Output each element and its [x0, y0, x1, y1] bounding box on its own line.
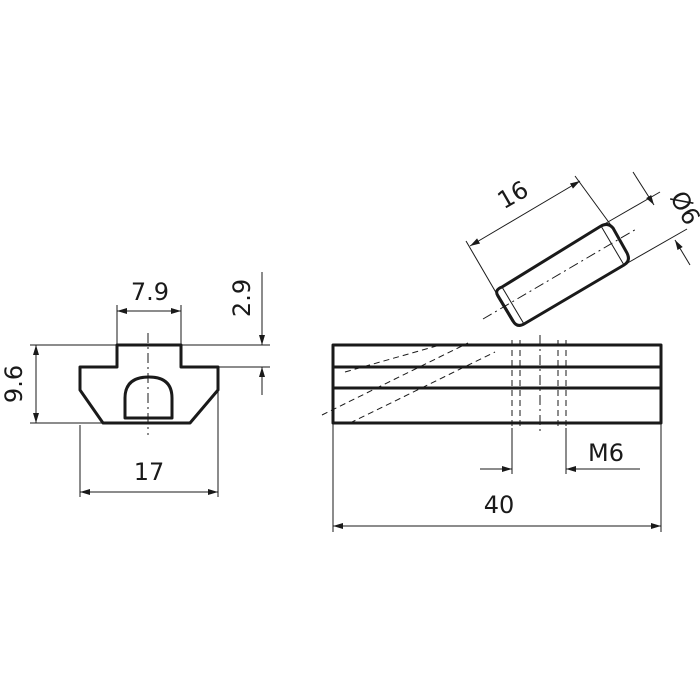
nut-profile-outline — [78, 343, 220, 425]
neck-height-dimension-label: 2.9 — [228, 279, 256, 317]
pin-view: 16 Ø6 — [465, 171, 700, 327]
pin-diameter-dimension-line — [674, 239, 691, 266]
extension-line — [600, 191, 661, 227]
pin-chamfer-line — [501, 286, 525, 325]
thread-dimension-label: M6 — [588, 439, 624, 467]
side-view-outline — [331, 343, 663, 425]
hidden-cut-line — [349, 351, 496, 424]
pin-length-dimension-line — [469, 180, 581, 247]
pin-center-line — [482, 227, 639, 320]
neck-width-dimension-label: 7.9 — [131, 278, 169, 306]
pin-length-dimension-label: 16 — [493, 175, 533, 215]
front-view: 17 9.6 7.9 2.9 — [0, 272, 270, 497]
width-dimension-label: 17 — [134, 458, 165, 486]
pin-diameter-dimension-label: Ø6 — [664, 186, 700, 230]
extension-line — [465, 240, 499, 297]
hidden-cut-line — [344, 344, 441, 373]
length-dimension-label: 40 — [484, 491, 515, 519]
extension-line — [574, 175, 614, 229]
hidden-cut-line — [321, 342, 469, 416]
pin-chamfer-line — [600, 225, 625, 266]
height-dimension-label: 9.6 — [0, 365, 28, 403]
thread-hole-outline — [123, 375, 174, 420]
pin-diameter-dimension-line — [632, 171, 655, 206]
pin-edge-line — [496, 294, 515, 323]
side-view: M6 40 — [321, 335, 663, 532]
extension-line — [623, 228, 688, 266]
